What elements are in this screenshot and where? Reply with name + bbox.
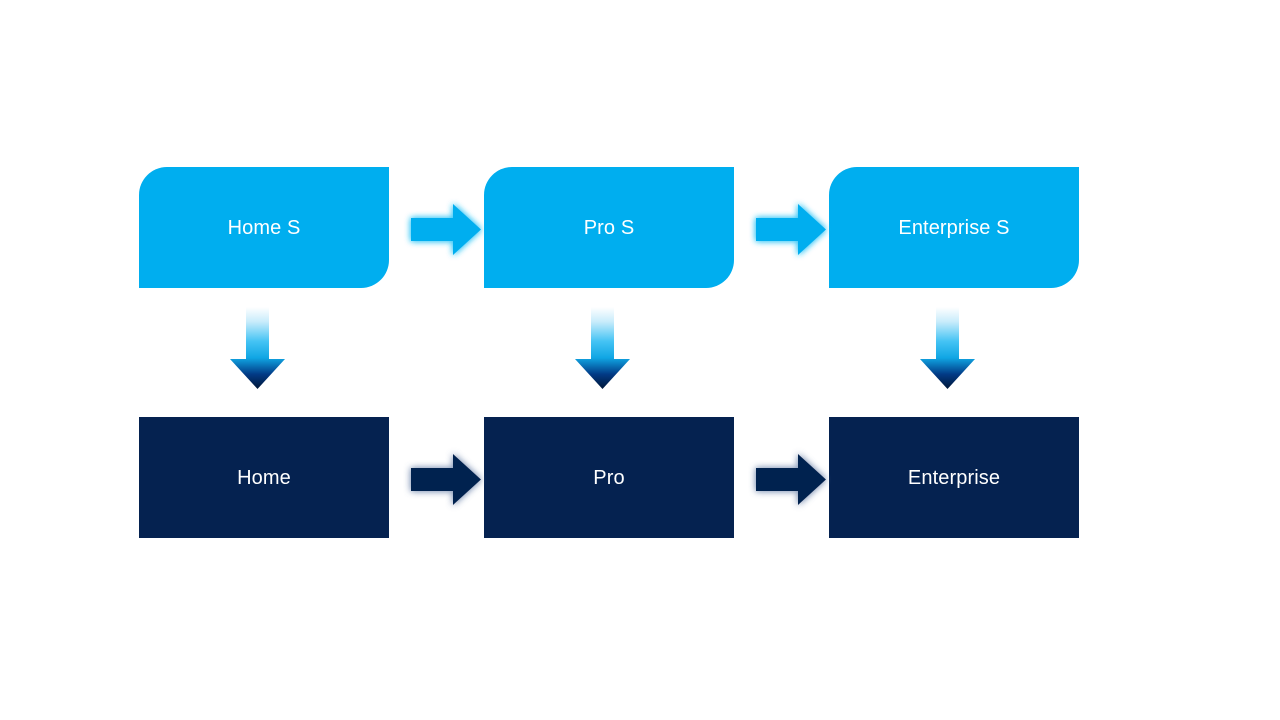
- connector-home-s-to-pro-s: [411, 203, 481, 256]
- arrow-right-icon: [411, 454, 481, 505]
- node-pro-s[interactable]: Pro S: [484, 167, 734, 288]
- arrow-right-icon: [756, 454, 826, 505]
- node-enterprise-s[interactable]: Enterprise S: [829, 167, 1079, 288]
- node-home[interactable]: Home: [139, 417, 389, 538]
- node-label: Pro: [593, 466, 625, 489]
- node-home-s[interactable]: Home S: [139, 167, 389, 288]
- arrow-down-icon: [575, 307, 630, 389]
- node-label: Pro S: [583, 216, 635, 239]
- connector-pro-to-enterprise: [756, 453, 826, 506]
- node-pro[interactable]: Pro: [484, 417, 734, 538]
- connector-home-to-pro: [411, 453, 481, 506]
- node-enterprise[interactable]: Enterprise: [829, 417, 1079, 538]
- node-label: Enterprise S: [898, 216, 1010, 239]
- node-label: Home: [237, 466, 291, 489]
- arrow-right-icon: [756, 204, 826, 255]
- arrow-down-icon: [230, 307, 285, 389]
- node-label: Home S: [227, 216, 301, 239]
- connector-pro-s-to-pro: [575, 307, 630, 389]
- arrow-right-icon: [411, 204, 481, 255]
- connector-pro-s-to-enterprise-s: [756, 203, 826, 256]
- connector-enterprise-s-to-enterprise: [920, 307, 975, 389]
- node-label: Enterprise: [907, 466, 1001, 489]
- arrow-down-icon: [920, 307, 975, 389]
- connector-home-s-to-home: [230, 307, 285, 389]
